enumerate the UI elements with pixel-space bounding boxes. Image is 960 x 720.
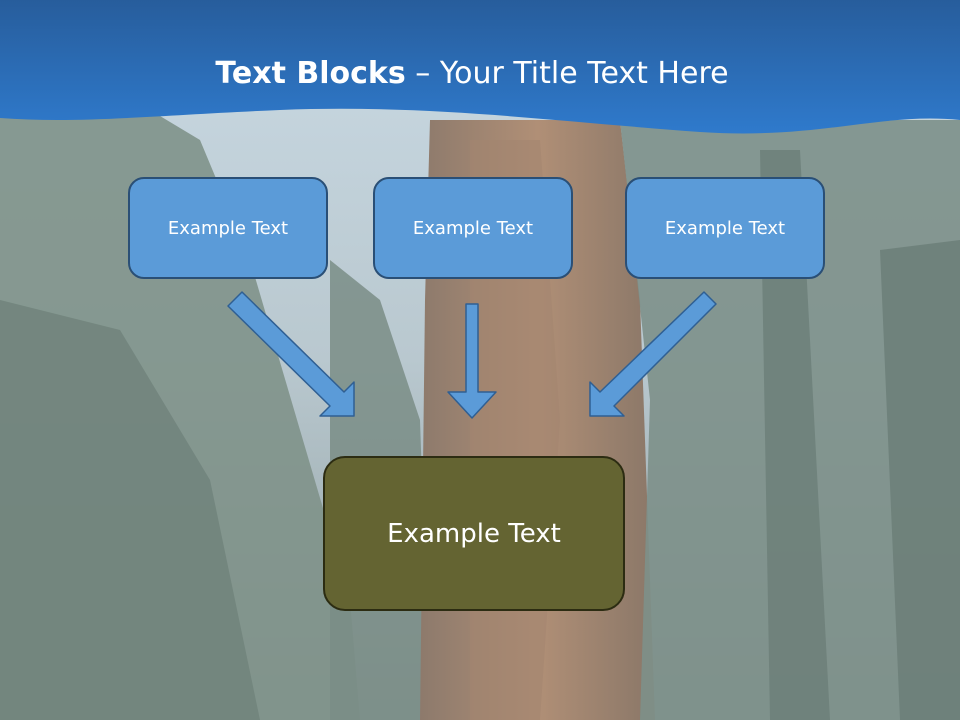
title-rest: Your Title Text Here (439, 56, 729, 91)
text-box-center-label: Example Text (412, 217, 534, 239)
target-box-label: Example Text (387, 518, 561, 549)
title-bold: Text Blocks (215, 56, 406, 91)
text-box-right: Example Text (625, 177, 825, 279)
arrow-left-to-target (227, 291, 355, 417)
target-box: Example Text (323, 456, 625, 611)
text-box-left: Example Text (128, 177, 328, 279)
title-separator: – (405, 56, 440, 91)
text-box-right-label: Example Text (664, 217, 786, 239)
header-banner (0, 0, 960, 134)
text-box-left-label: Example Text (167, 217, 289, 239)
arrow-center-to-target (447, 303, 497, 419)
text-box-center: Example Text (373, 177, 573, 279)
arrow-right-to-target (589, 291, 717, 417)
slide-title: Text Blocks – Your Title Text Here (0, 52, 944, 96)
